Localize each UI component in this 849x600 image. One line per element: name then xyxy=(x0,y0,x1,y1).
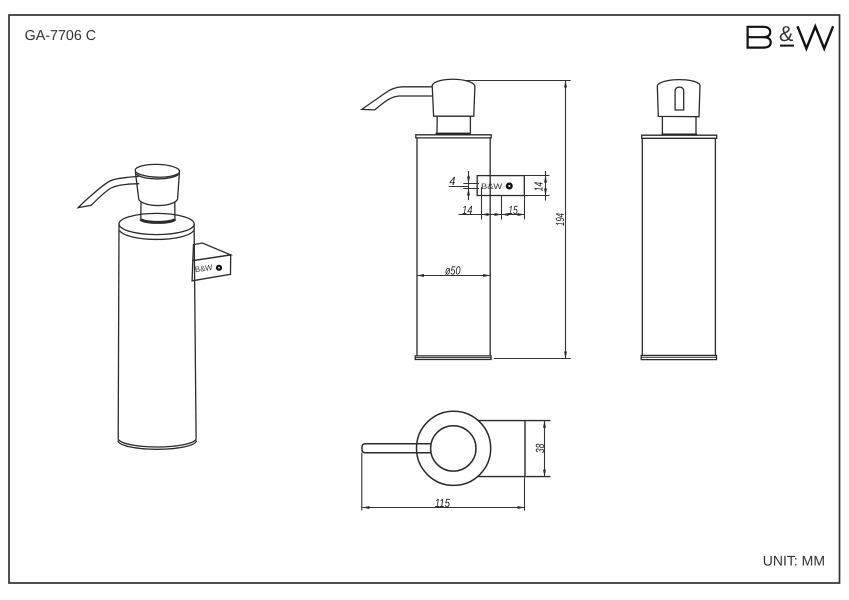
svg-text:GA-7706 C: GA-7706 C xyxy=(25,28,97,44)
svg-text:B&W: B&W xyxy=(481,182,503,191)
svg-text:4: 4 xyxy=(449,174,455,188)
svg-text:14: 14 xyxy=(462,203,473,217)
svg-text:UNIT: MM: UNIT: MM xyxy=(763,553,825,569)
svg-text:14: 14 xyxy=(532,181,546,191)
svg-text:ø50: ø50 xyxy=(445,264,461,278)
svg-text:15: 15 xyxy=(508,203,518,217)
svg-text:&: & xyxy=(779,22,793,46)
svg-text:194: 194 xyxy=(553,213,567,226)
svg-text:115: 115 xyxy=(435,496,451,510)
svg-text:38: 38 xyxy=(533,443,547,453)
svg-text:B&W: B&W xyxy=(194,263,213,274)
